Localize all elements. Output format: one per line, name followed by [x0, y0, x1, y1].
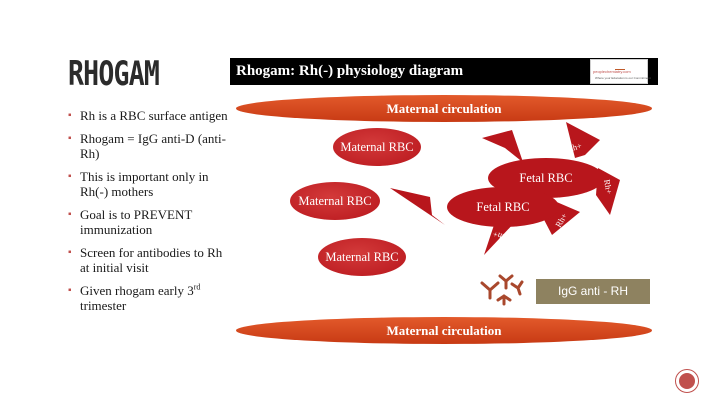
- rh-label: Rh+: [566, 140, 583, 154]
- rh-label: Rh+: [602, 179, 614, 195]
- rh-label: Rh+: [435, 198, 447, 214]
- logo-mark-icon: [615, 61, 625, 70]
- page-badge-inner: [679, 373, 695, 389]
- bullet-superscript: rd: [193, 282, 201, 292]
- maternal-circulation-bottom: Maternal circulation: [236, 317, 652, 344]
- logo-subtext: Where your Education is our Commitment: [595, 76, 651, 80]
- logo: peoplechemiatry.com Where your Education…: [590, 59, 651, 84]
- bullet-tail: trimester: [80, 298, 127, 313]
- fetal-rbc-label: Fetal RBC: [519, 171, 572, 185]
- fetal-rbc: [447, 187, 559, 227]
- maternal-rbc: Maternal RBC: [333, 128, 421, 166]
- bullet-item: Rh is a RBC surface antigen: [68, 108, 228, 123]
- rh-label: Rh+: [491, 229, 508, 243]
- maternal-circulation-top: Maternal circulation: [236, 95, 652, 122]
- page-badge-icon: [675, 369, 699, 393]
- fetal-rbc-label: Fetal RBC: [476, 200, 529, 214]
- diagram-title: Rhogam: Rh(-) physiology diagram: [236, 63, 464, 79]
- bullet-item: Rhogam = IgG anti-D (anti-Rh): [68, 131, 228, 161]
- antibody-icon: [480, 274, 524, 306]
- slide-title: RHOGAM: [68, 54, 160, 94]
- maternal-rbc: Maternal RBC: [318, 238, 406, 276]
- bullet-item-last: Given rhogam early 3rd trimester: [68, 283, 228, 313]
- rh-spike: [566, 122, 600, 158]
- bullet-item: Goal is to PREVENT immunization: [68, 207, 228, 237]
- logo-text: peoplechemiatry.com: [593, 69, 631, 74]
- rh-spike: [482, 130, 525, 168]
- diagram-header: Rhogam: Rh(-) physiology diagram: [230, 58, 658, 85]
- fetal-rbc-cluster: [390, 122, 620, 255]
- igg-anti-rh-box: IgG anti - RH: [536, 279, 650, 304]
- bullet-item: This is important only in Rh(-) mothers: [68, 169, 228, 199]
- maternal-rbc: Maternal RBC: [290, 182, 380, 220]
- rh-spike: [484, 222, 515, 255]
- bullet-item: Screen for antibodies to Rh at initial v…: [68, 245, 228, 275]
- bullet-text: Given rhogam early 3: [80, 283, 194, 298]
- rh-spike: [390, 188, 445, 225]
- bullet-list: Rh is a RBC surface antigen Rhogam = IgG…: [68, 108, 228, 321]
